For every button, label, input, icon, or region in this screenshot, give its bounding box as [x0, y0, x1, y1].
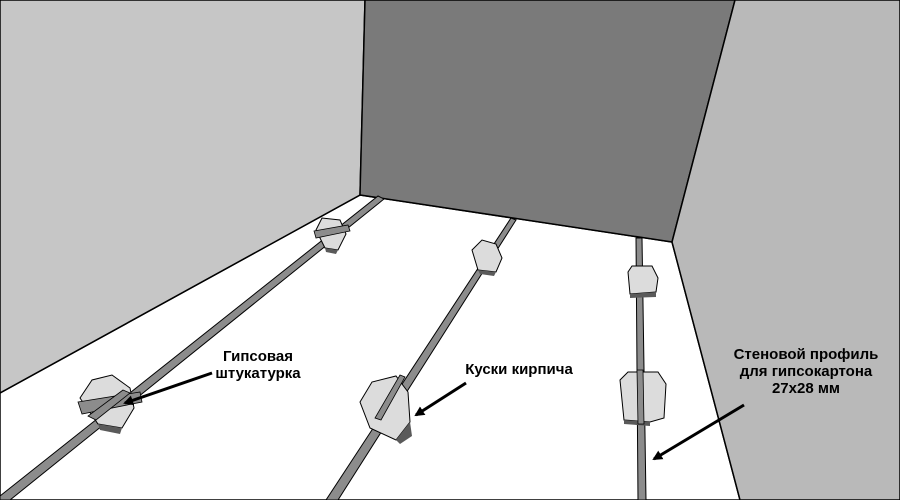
arrow-plaster [123, 371, 213, 406]
label-profile-line2: для гипсокартона [739, 363, 873, 380]
label-profile: Стеновой профиль для гипсокартона 27х28 … [716, 346, 896, 397]
profile-rail-left-overlay [87, 389, 131, 421]
label-profile-line3: 27х28 мм [771, 380, 841, 397]
label-profile-line1: Стеновой профиль [733, 346, 879, 363]
label-bricks: Куски кирпича [452, 361, 586, 378]
arrow-bricks [414, 381, 467, 417]
right-wall [671, 0, 900, 500]
brick-right-back [627, 265, 659, 298]
profile-rail-left [0, 195, 385, 500]
label-bricks-text: Куски кирпича [465, 361, 573, 378]
profile-rail-middle-overlay [374, 374, 406, 421]
label-plaster: Гипсовая штукатурка [203, 348, 313, 382]
label-plaster-line1: Гипсовая [222, 348, 294, 365]
brick-middle-back [471, 239, 503, 276]
label-plaster-line2: штукатурка [215, 365, 301, 382]
profile-rail-right-overlay [636, 369, 645, 425]
arrow-profile [652, 403, 745, 461]
plaster-pad-left-back [313, 217, 351, 254]
